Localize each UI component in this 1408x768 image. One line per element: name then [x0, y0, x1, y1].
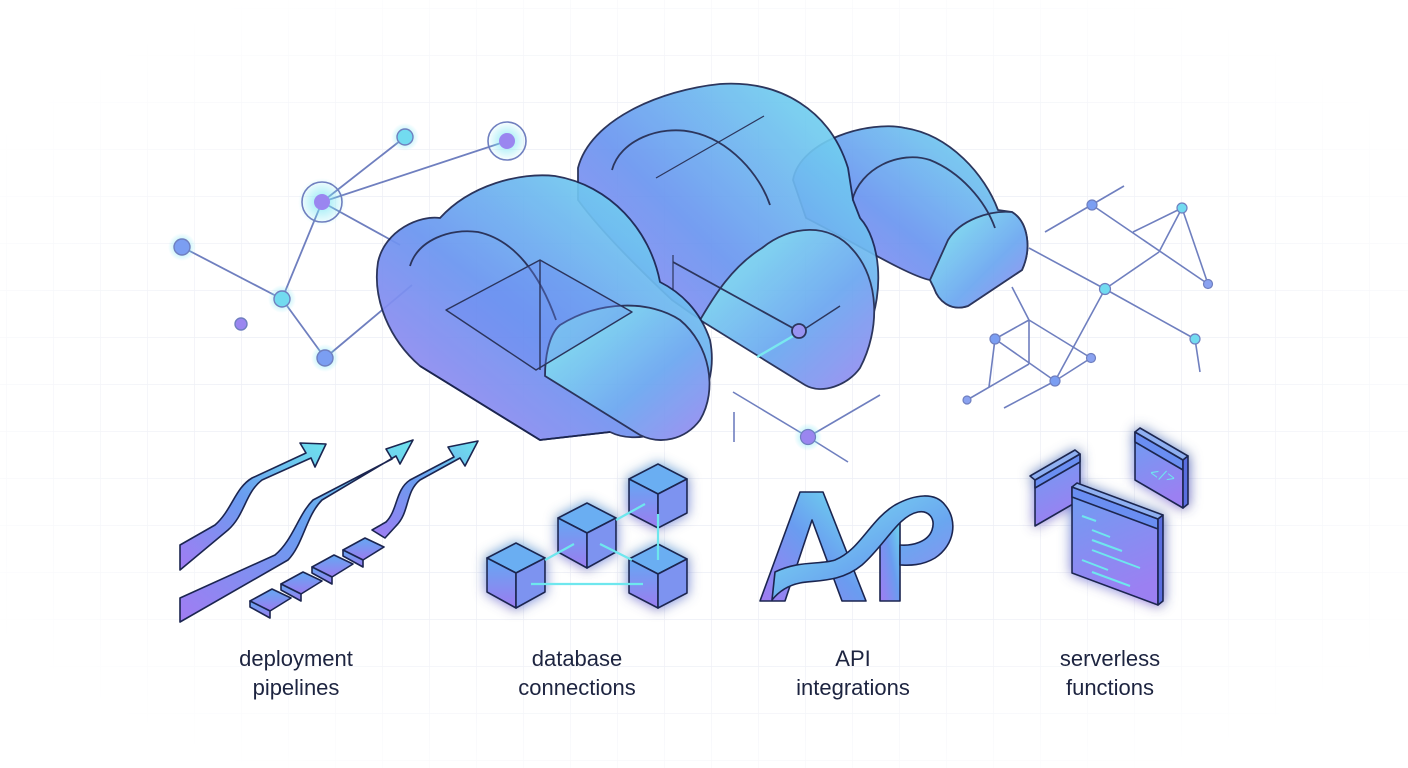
feature-label-line: deployment	[239, 646, 353, 671]
feature-label-api: API integrations	[743, 644, 963, 702]
feature-label-line: API	[835, 646, 871, 671]
pipeline-blocks	[249, 537, 385, 619]
feature-label-line: connections	[518, 675, 636, 700]
feature-label-deployment: deployment pipelines	[186, 644, 406, 702]
code-lines	[1081, 515, 1141, 587]
window-left	[1029, 449, 1081, 527]
arrows-pipeline-icon	[179, 439, 479, 623]
window-small-right: </>	[1134, 427, 1189, 509]
code-brackets-glyph: </>	[1148, 466, 1176, 488]
cube-1	[486, 542, 546, 609]
feature-label-serverless: serverless functions	[1000, 644, 1220, 702]
code-windows-icon: </>	[1029, 427, 1189, 606]
connected-cubes-icon	[486, 463, 688, 609]
feature-label-line: serverless	[1059, 646, 1161, 671]
left-network-nodes	[168, 121, 527, 372]
feature-label-line: database	[531, 646, 623, 671]
feature-label-line: integrations	[796, 675, 910, 700]
feature-label-line: functions	[1065, 675, 1155, 700]
cloud-right	[792, 125, 1029, 309]
right-network-icon	[966, 185, 1209, 409]
cloud-left	[376, 174, 713, 441]
feature-label-line: pipelines	[252, 675, 340, 700]
cube-4	[628, 543, 688, 609]
api-letters-icon	[759, 491, 954, 602]
cloud-middle	[577, 82, 880, 390]
feature-label-database: database connections	[467, 644, 687, 702]
connector-node-icon	[732, 391, 881, 463]
window-main	[1071, 482, 1164, 606]
isometric-clouds-icon	[376, 82, 1029, 441]
cube-2	[557, 502, 617, 569]
right-network-nodes	[962, 199, 1214, 405]
